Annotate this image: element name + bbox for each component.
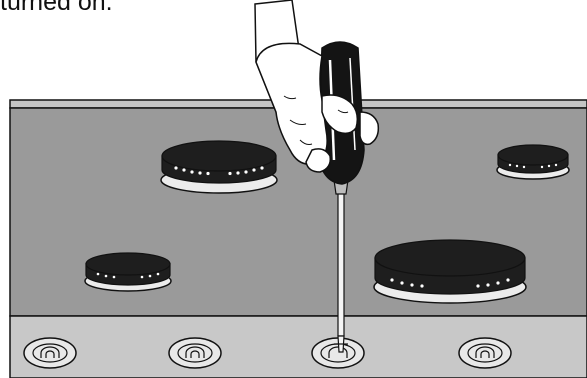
burner-right-rear: [497, 145, 569, 179]
burner-left-front: [85, 253, 171, 291]
burner-right-front: [374, 240, 526, 303]
burner-left-rear: [161, 141, 277, 193]
control-knob-icon: [24, 338, 76, 368]
